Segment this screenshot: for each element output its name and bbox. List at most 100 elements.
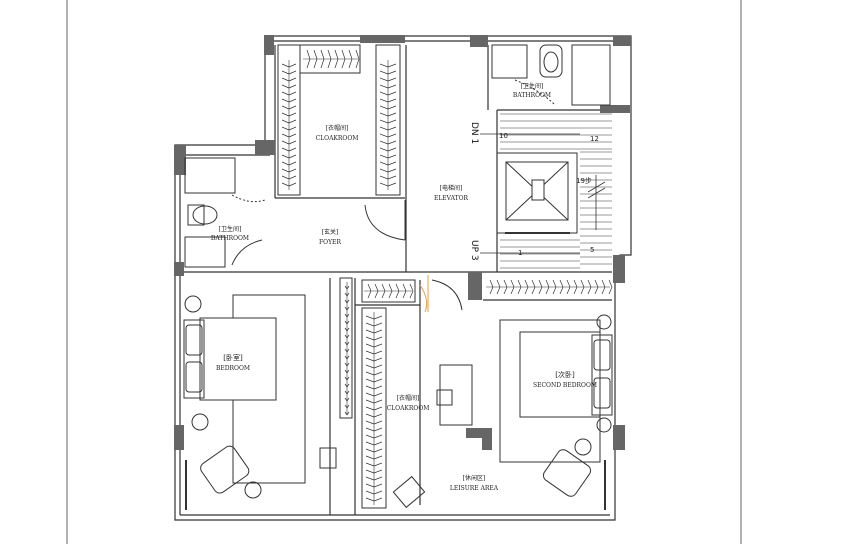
drawing-stroke [365,392,375,397]
drawing-stroke [387,182,397,187]
drawing-stroke [510,286,515,295]
bedroom-label-en: BEDROOM [216,365,250,372]
drawing-stroke [344,362,348,367]
drawing-stroke [552,286,557,295]
drawing-stroke [503,279,508,288]
drawing-stroke [373,357,383,362]
drawing-stroke [281,63,290,68]
drawing-stroke [344,383,348,388]
drawing-stroke [355,49,360,60]
drawing-stroke [374,290,379,299]
drawing-stroke [306,58,311,69]
drawing-stroke [373,406,383,411]
drawing-stroke [594,286,599,295]
drawing-stroke [373,350,383,355]
drawing-stroke [365,490,375,495]
drawing-stroke [327,49,332,60]
drawing-stroke [365,427,375,432]
drawing-stroke [524,286,529,295]
drawing-stroke [365,462,375,467]
drawing-stroke [566,286,571,295]
drawing-stroke [346,285,350,290]
drawing-stroke [344,285,348,290]
drawing-stroke [379,147,389,152]
drawing-stroke [344,299,348,304]
drawing-stroke [587,187,606,199]
drawing-stroke [346,397,350,402]
drawing-stroke [344,341,348,346]
stair-number-1: 1 [518,249,522,257]
drawing-stroke [387,168,397,173]
drawing-stroke [288,175,297,180]
drawing-stroke [402,290,407,299]
drawing-stroke [365,469,375,474]
drawing-stroke [489,286,494,295]
drawing-stroke [365,406,375,411]
drawing-stroke [373,378,383,383]
bathroom-left-label: [卫生间] [219,225,242,233]
drawing-stroke [281,91,290,96]
drawing-stroke [373,483,383,488]
drawing-stroke [288,126,297,131]
cloakroom-top-label: [衣帽间] [326,124,349,132]
bedroom-furniture [183,294,306,510]
drawing-stroke [288,91,297,96]
elevator-shaft [496,152,578,234]
drawing-stroke [288,98,297,103]
drawing-stroke [373,322,383,327]
drawing-stroke [288,147,297,152]
left-bathroom-fixtures [184,157,266,268]
drawing-stroke [320,58,325,69]
drawing-stroke [281,70,290,75]
drawing-stroke [373,343,383,348]
drawing-stroke [379,133,389,138]
drawing-stroke [346,404,350,409]
drawing-stroke [346,362,350,367]
drawing-stroke [373,441,383,446]
drawing-stroke [387,126,397,131]
drawing-stroke [387,70,397,75]
drawing-stroke [281,126,290,131]
stair-number-5: 5 [590,246,594,254]
drawing-stroke [601,286,606,295]
drawing-stroke [608,286,613,295]
drawing-stroke [580,279,585,288]
stair-dn-label: DN 1 [469,122,479,144]
drawing-stroke [365,385,375,390]
drawing-stroke [288,154,297,159]
drawing-stroke [373,420,383,425]
drawing-stroke [281,154,290,159]
drawing-stroke [587,181,606,193]
drawing-stroke [288,168,297,173]
drawing-stroke [489,279,494,288]
drawing-stroke [288,161,297,166]
drawing-stroke [608,279,613,288]
drawing-stroke [365,357,375,362]
foyer-label: [玄关] [322,228,339,236]
drawing-stroke [566,279,571,288]
drawing-stroke [387,98,397,103]
second-bedroom-label-en: SECOND BEDROOM [533,382,597,389]
drawing-stroke [281,133,290,138]
drawing-stroke [409,283,414,292]
drawing-stroke [379,140,389,145]
elevator-label: [电梯间] [440,184,463,192]
drawing-stroke [373,497,383,502]
drawing-stroke [281,147,290,152]
drawing-stroke [346,411,350,416]
drawing-stroke [379,175,389,180]
drawing-stroke [365,336,375,341]
drawing-stroke [288,133,297,138]
drawing-stroke [587,279,592,288]
drawing-stroke [281,112,290,117]
drawing-stroke [365,322,375,327]
drawing-stroke [344,404,348,409]
drawing-stroke [373,371,383,376]
stair-number-12: 12 [590,135,599,143]
drawing-stroke [538,279,543,288]
drawing-stroke [531,279,536,288]
drawing-stroke [365,455,375,460]
drawing-stroke [517,279,522,288]
drawing-stroke [395,283,400,292]
